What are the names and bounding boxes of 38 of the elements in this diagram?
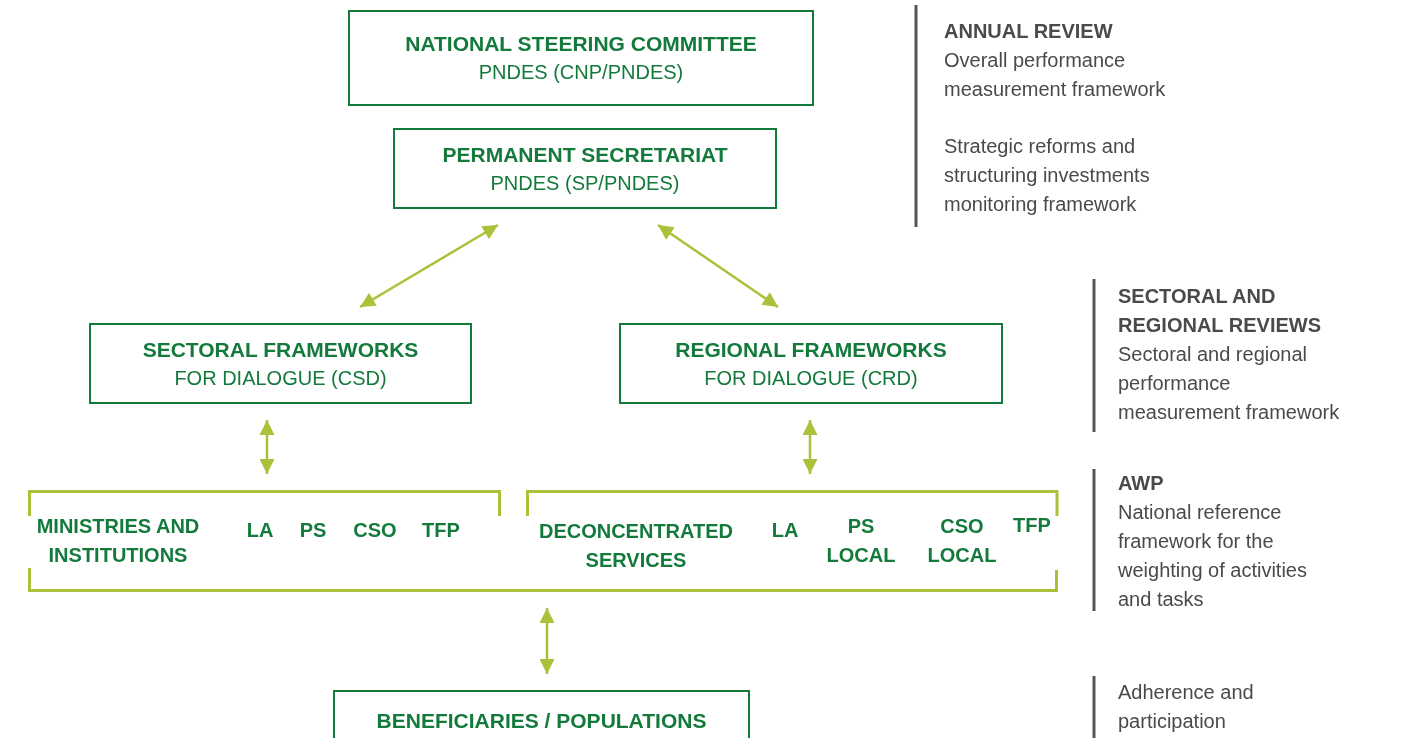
section-heading: SECTORAL AND REGIONAL REVIEWS [1118, 284, 1322, 338]
double-arrow [657, 223, 779, 309]
section-note: Strategic reforms and structuring investments monitoring framework [944, 134, 1151, 217]
section-note: Overall performance measurement framework [944, 48, 1167, 102]
section-heading: ANNUAL REVIEW [944, 19, 1114, 44]
box-subtitle: FOR DIALOGUE (CSD) [174, 365, 387, 391]
box-subtitle: FOR DIALOGUE (CRD) [704, 365, 918, 391]
box-title: PERMANENT SECRETARIAT [442, 141, 728, 168]
double-arrow [802, 420, 818, 474]
group-member-label: PS LOCAL [825, 514, 897, 568]
group-member-label: CSO LOCAL [926, 514, 998, 568]
group-member-label: CSO [353, 518, 397, 543]
double-arrow [259, 420, 275, 474]
section-note: National reference framework for the weighting of activities and tasks [1118, 500, 1308, 612]
bracket-frame [28, 490, 1058, 592]
box-title: SECTORAL FRAMEWORKS [142, 336, 419, 363]
section-note: Sectoral and regional performance measurement framework [1118, 342, 1341, 425]
organization-box [393, 128, 777, 209]
organization-box [348, 10, 814, 106]
organization-box [619, 323, 1003, 404]
group-member-label: MINISTRIES AND INSTITUTIONS [35, 514, 201, 568]
group-member-label: TFP [422, 518, 460, 543]
box-title: NATIONAL STEERING COMMITTEE [405, 31, 757, 57]
organization-box [89, 323, 472, 404]
box-subtitle: PNDES (CNP/PNDES) [478, 60, 684, 85]
double-arrow [539, 608, 555, 674]
organization-box [333, 690, 750, 738]
group-member-label: LA [771, 518, 799, 543]
group-member-label: DECONCENTRATED SERVICES [537, 519, 735, 573]
group-member-label: LA [246, 518, 274, 543]
box-subtitle: PNDES (SP/PNDES) [490, 170, 680, 196]
group-member-label: TFP [1013, 513, 1051, 538]
box-title: REGIONAL FRAMEWORKS [675, 336, 947, 363]
double-arrow [359, 223, 499, 309]
box-title: BENEFICIARIES / POPULATIONS [376, 707, 707, 734]
section-note: Adherence and participation [1118, 680, 1255, 734]
section-heading: AWP [1118, 471, 1165, 496]
group-member-label: PS [299, 518, 327, 543]
